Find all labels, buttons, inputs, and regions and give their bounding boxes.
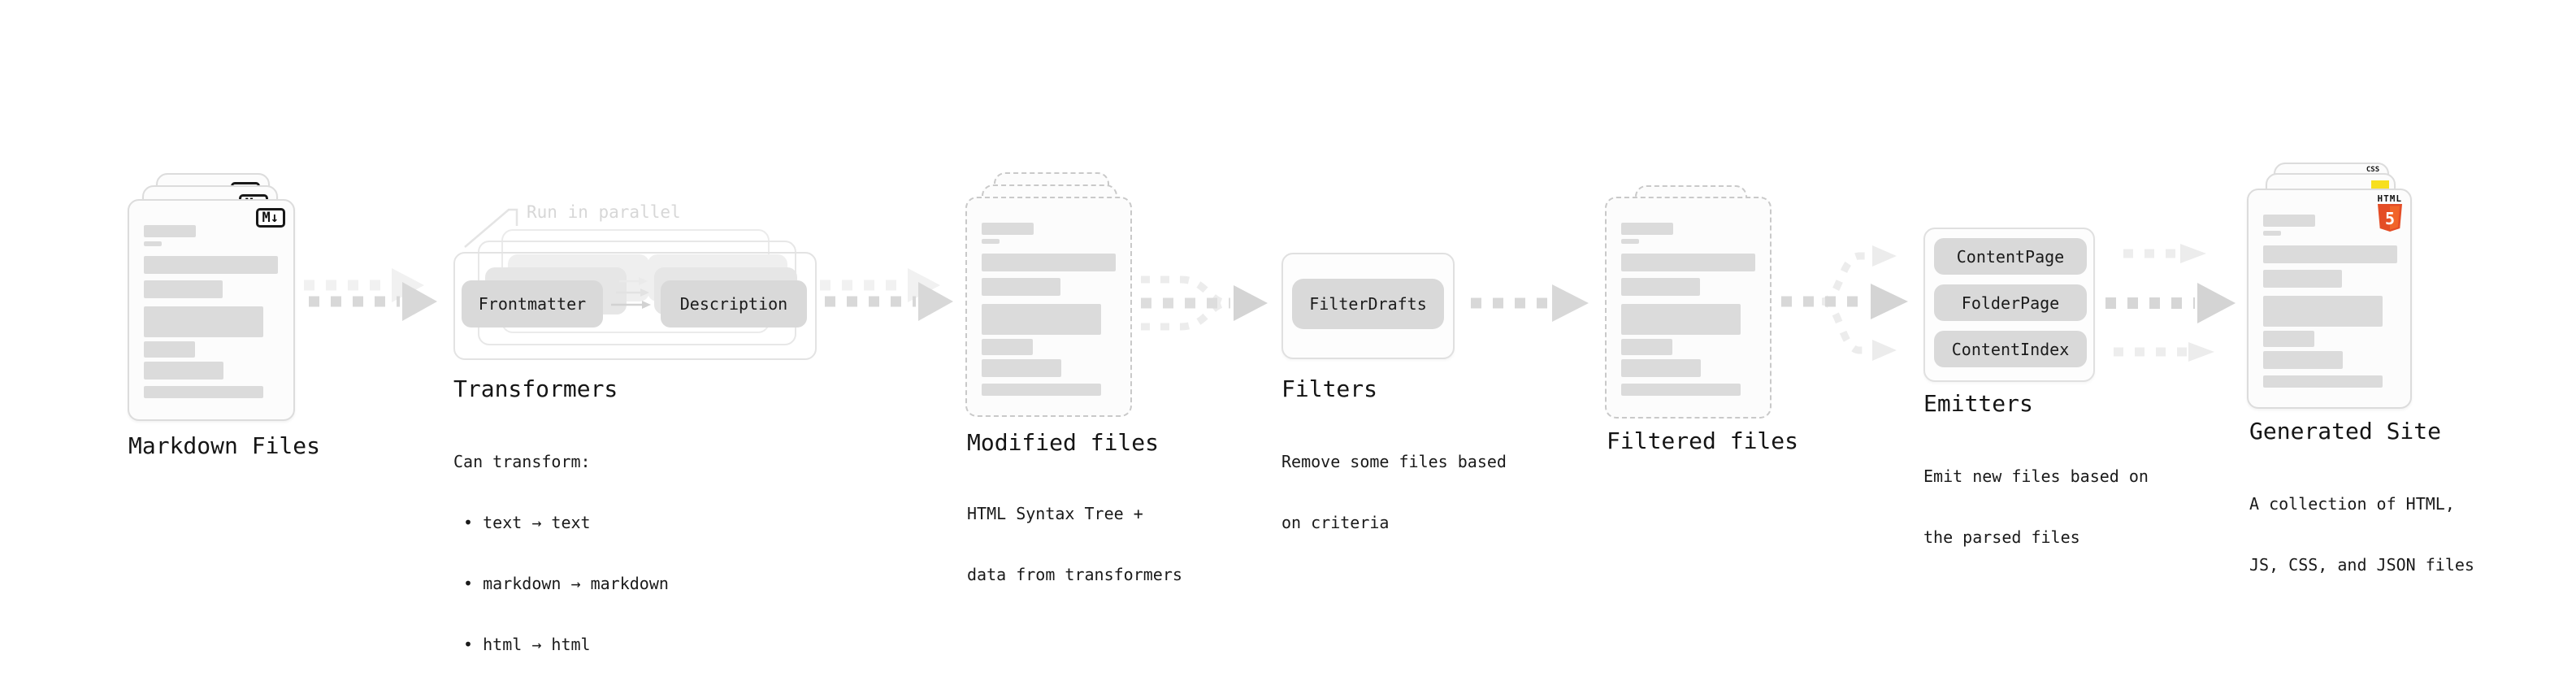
transformer-layer-front <box>453 252 817 360</box>
markdown-file-card-front: M↓ <box>128 199 295 421</box>
skeleton-text-line <box>2263 245 2397 263</box>
skeleton-text-line <box>2263 270 2342 288</box>
skeleton-text-line <box>1621 339 1672 355</box>
filters-label: Filters <box>1281 375 1378 402</box>
filters-description: Remove some files based on criteria <box>1281 452 1507 532</box>
contentpage-item: ContentPage <box>1934 238 2087 275</box>
skeleton-text-line <box>1621 359 1701 377</box>
markdown-files-label: Markdown Files <box>128 432 321 459</box>
skeleton-text-line <box>2263 351 2343 369</box>
skeleton-text-line <box>982 278 1060 296</box>
skeleton-text-line <box>1621 304 1741 335</box>
frontmatter-step: Frontmatter <box>462 280 603 327</box>
generated-file-card-front: HTML 5 <box>2247 189 2412 409</box>
skeleton-text-line <box>2263 296 2383 327</box>
folderpage-item: FolderPage <box>1934 284 2087 321</box>
skeleton-text-line <box>144 280 223 298</box>
contentindex-item: ContentIndex <box>1934 331 2087 367</box>
run-in-parallel-annotation: Run in parallel <box>527 202 681 222</box>
generated-site-description: A collection of HTML, JS, CSS, and JSON … <box>2249 494 2474 575</box>
skeleton-text-line <box>2263 331 2314 347</box>
skeleton-text-line <box>2263 375 2383 388</box>
html5-icon: HTML 5 <box>2378 194 2403 235</box>
transformers-description: Can transform: • text → text • markdown … <box>453 452 669 654</box>
skeleton-text-line <box>982 384 1101 396</box>
skeleton-text-line <box>982 254 1116 271</box>
emitters-description: Emit new files based on the parsed files <box>1923 466 2149 547</box>
arrow-filters-to-filtered <box>1471 284 1589 322</box>
skeleton-text-line <box>144 362 223 380</box>
skeleton-text-line <box>144 306 263 337</box>
skeleton-text-line <box>144 225 196 237</box>
skeleton-text-line <box>144 241 162 246</box>
generated-site-label: Generated Site <box>2249 418 2442 445</box>
skeleton-text-line <box>144 256 278 274</box>
skeleton-text-line <box>982 223 1034 235</box>
modified-files-label: Modified files <box>967 429 1160 456</box>
arrow-transformers-to-modified <box>820 268 953 321</box>
arrow-markdown-to-transformers <box>304 268 437 321</box>
arrow-filtered-to-emitters <box>1781 245 1908 361</box>
filterdrafts-item: FilterDrafts <box>1292 279 1444 329</box>
transformers-label: Transformers <box>453 375 618 402</box>
emitters-label: Emitters <box>1923 390 2033 417</box>
description-step: Description <box>661 280 807 327</box>
skeleton-text-line <box>2263 231 2281 236</box>
modified-files-description: HTML Syntax Tree + data from transformer… <box>967 504 1182 584</box>
markdown-icon: M↓ <box>255 208 285 228</box>
run-in-parallel-leader-line <box>464 208 518 248</box>
js-file-icon <box>2371 180 2389 189</box>
arrow-modified-to-filters <box>1141 275 1268 331</box>
arrow-emitters-to-generated <box>2105 244 2236 362</box>
skeleton-text-line <box>1621 278 1700 296</box>
svg-text:5: 5 <box>2385 209 2395 228</box>
skeleton-text-line <box>982 339 1033 355</box>
skeleton-text-line <box>1621 254 1755 271</box>
step-flow-arrows <box>611 277 651 309</box>
skeleton-text-line <box>982 304 1101 335</box>
skeleton-text-line <box>2263 215 2315 227</box>
skeleton-text-line <box>144 386 263 398</box>
modified-file-card-front <box>965 197 1132 417</box>
skeleton-text-line <box>1621 384 1741 396</box>
skeleton-text-line <box>1621 239 1639 244</box>
filtered-file-card-front <box>1605 197 1772 419</box>
filtered-files-label: Filtered files <box>1607 427 1799 454</box>
skeleton-text-line <box>982 359 1061 377</box>
skeleton-text-line <box>144 341 195 358</box>
skeleton-text-line <box>1621 223 1673 235</box>
skeleton-text-line <box>982 239 1000 244</box>
